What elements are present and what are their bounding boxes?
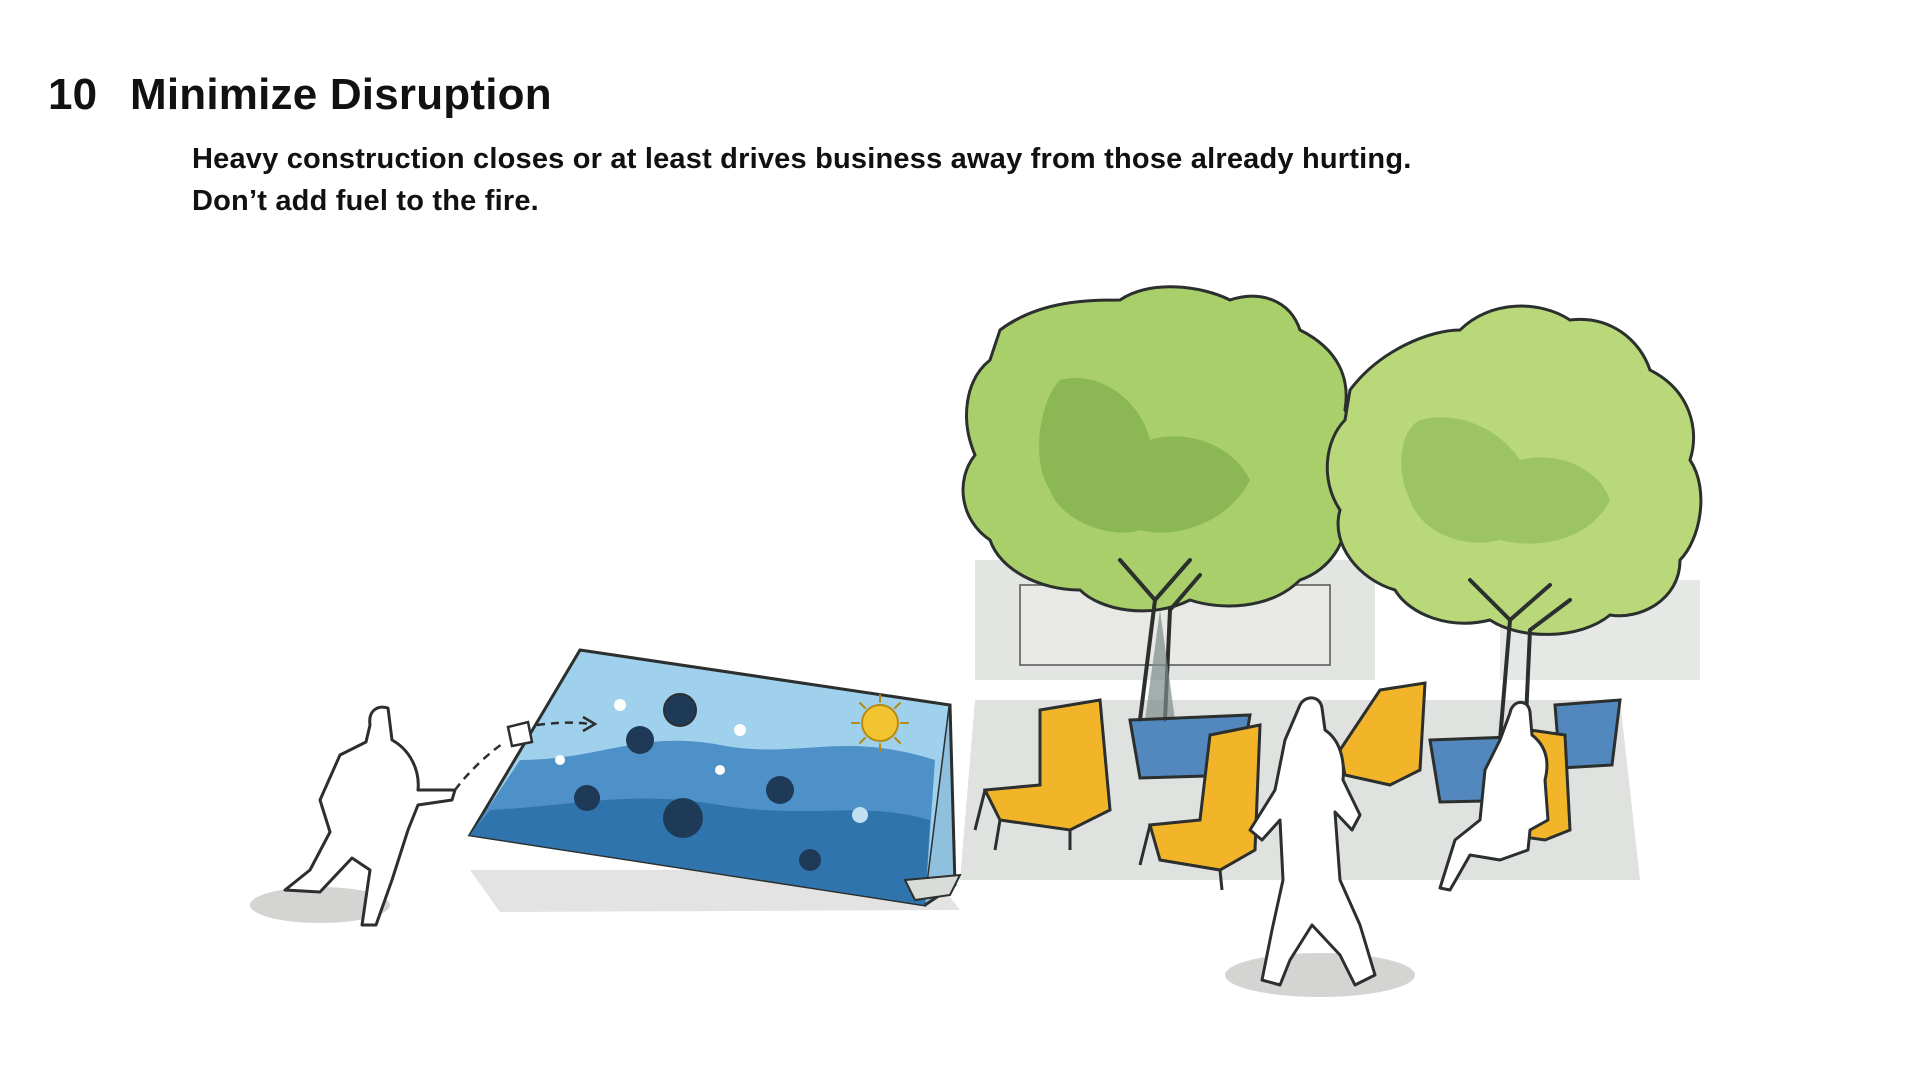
tree-icon (1325, 304, 1703, 742)
slide-heading: 10 Minimize Disruption (48, 70, 552, 120)
person-sitting-icon (1438, 700, 1550, 892)
adirondack-chair-icon (1138, 723, 1262, 891)
game-board-icon (467, 648, 962, 907)
slide-number: 10 (48, 70, 98, 119)
slide-subtitle: Heavy construction closes or at least dr… (192, 143, 1412, 217)
slide-title: Minimize Disruption (130, 70, 552, 119)
sun-icon (851, 694, 909, 752)
tree-icon (961, 285, 1360, 722)
adirondack-chair-icon (973, 698, 1112, 851)
adirondack-chair-icon (1338, 681, 1427, 787)
person-throwing-icon (283, 705, 457, 927)
beanbag-icon (454, 715, 598, 791)
person-standing-icon (1248, 696, 1377, 987)
